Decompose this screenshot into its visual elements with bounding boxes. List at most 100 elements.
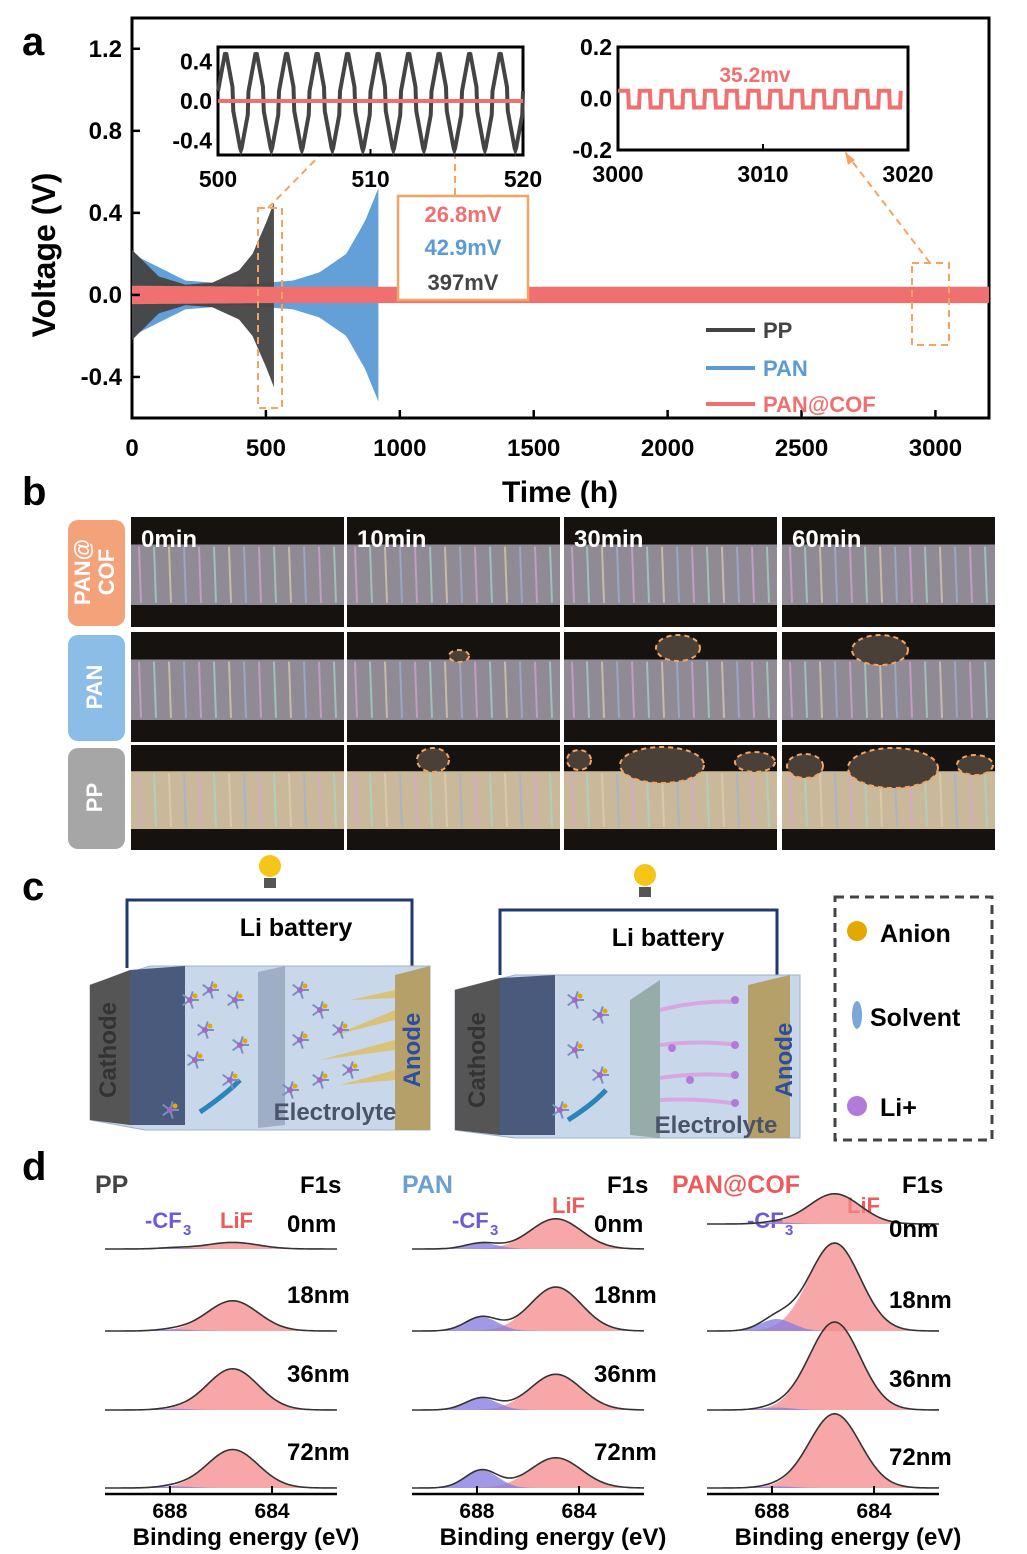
xps-envelope: [706, 1242, 940, 1332]
micrograph-streak: [489, 661, 493, 718]
dendrite-highlight: [786, 753, 824, 779]
micrograph-streak: [399, 546, 403, 603]
micrograph-streak: [879, 661, 883, 718]
dendrite-highlight: [734, 751, 776, 773]
micrograph-streak: [504, 546, 508, 603]
inset-1-plot: [216, 51, 525, 157]
xps-element-label: F1s: [607, 1172, 648, 1199]
cf3-peak: [707, 1319, 939, 1331]
lif-peak: [412, 1374, 644, 1410]
xps-envelope: [706, 1412, 940, 1489]
x-tick-label: 1000: [373, 435, 426, 462]
lif-peak: [105, 1449, 337, 1488]
xps-envelope: [411, 1217, 645, 1250]
solvation-cluster-icon: [202, 981, 219, 999]
x-tick-label: 3000: [909, 435, 962, 462]
micrograph-streak: [399, 661, 403, 718]
xps-envelope: [104, 1448, 338, 1489]
micrograph-streak: [586, 661, 590, 718]
micrograph-streak: [153, 661, 157, 718]
micrograph-streak: [849, 773, 853, 827]
panel-label-b: b: [22, 470, 46, 514]
micrograph-streak: [984, 773, 988, 827]
cf3-subscript: 3: [183, 1222, 191, 1239]
depth-label: 18nm: [287, 1282, 350, 1309]
micrograph-streak: [984, 661, 988, 718]
xps-panel-title: PP: [95, 1171, 128, 1199]
x-tick-label: 2500: [775, 435, 828, 462]
solvation-cluster-icon: [342, 1061, 359, 1079]
dendrite-highlight: [416, 747, 450, 773]
time-label: 0min: [141, 526, 197, 553]
micrograph-streak: [288, 773, 292, 827]
micrograph-streak: [616, 661, 620, 718]
micrograph-band: [131, 659, 344, 720]
micrograph-streak: [198, 546, 202, 603]
xps-tick-label: 684: [255, 1500, 290, 1523]
micrograph-streak: [706, 773, 710, 827]
micrograph-streak: [789, 546, 793, 603]
cathode-plate-right: [500, 975, 555, 1135]
micrograph-streak: [429, 661, 433, 718]
micrograph-streak: [721, 661, 725, 718]
row-label-box: [68, 635, 125, 741]
xps-tick-label: 684: [857, 1500, 892, 1523]
cf3-peak: [707, 1407, 939, 1410]
micrograph-streak: [751, 773, 755, 827]
micrograph-streak: [198, 773, 202, 827]
li-ion-marker: [731, 1041, 739, 1049]
micrograph-streak: [489, 773, 493, 827]
solvation-cluster-icon: [567, 1041, 584, 1059]
lif-peak: [707, 1413, 939, 1488]
micrograph-streak: [414, 546, 418, 603]
dendrite-highlight: [448, 649, 470, 663]
panel-a-series-group: [132, 188, 989, 402]
battery-right: Li battery Cathode Anode Electrolyte: [454, 864, 801, 1139]
micrograph-streak: [519, 661, 523, 718]
xps-xlabel: Binding energy (eV): [133, 1524, 360, 1551]
micrograph-streak: [168, 546, 172, 603]
micrograph-streak: [834, 661, 838, 718]
solvation-cluster-icon: [197, 1021, 214, 1039]
micrograph-streak: [243, 661, 247, 718]
micrograph-streak: [354, 546, 358, 603]
micrograph-streak: [519, 773, 523, 827]
micrograph-streak: [766, 661, 770, 718]
micrograph-streak: [504, 661, 508, 718]
solvation-cluster-icon: [182, 991, 199, 1009]
micrograph-streak: [369, 661, 373, 718]
micrograph-streak: [804, 773, 808, 827]
micrograph-streak: [586, 773, 590, 827]
inset-x-tick-label: 3020: [882, 161, 933, 187]
depth-label: 0nm: [889, 1216, 938, 1243]
circuit-wire-left: [125, 898, 414, 990]
micrograph-streak: [459, 773, 463, 827]
micrograph-streak: [864, 546, 868, 603]
micrograph-streak: [459, 661, 463, 718]
micrograph-streak: [849, 661, 853, 718]
y-tick-label: 1.2: [89, 36, 122, 63]
micrograph-streak: [691, 661, 695, 718]
micrograph-streak: [736, 546, 740, 603]
inset-y-tick-label: 0.2: [580, 34, 612, 60]
micrograph-streak: [894, 661, 898, 718]
y-tick-label: -0.4: [81, 364, 123, 391]
micrograph-streak: [834, 773, 838, 827]
legend-box: [833, 895, 994, 1142]
xps-tick-label: 688: [459, 1500, 494, 1523]
xps-panel-title: PAN: [402, 1171, 453, 1199]
lif-label: LiF: [220, 1208, 253, 1233]
micrograph-streak: [969, 661, 973, 718]
micrograph-streak: [954, 546, 958, 603]
micrograph-streak: [646, 546, 650, 603]
xps-envelope: [411, 1286, 645, 1332]
micrograph-streak: [228, 773, 232, 827]
lif-peak: [105, 1242, 337, 1249]
anode-label-right: Anode: [771, 1023, 798, 1098]
x-tick-label: 500: [246, 435, 286, 462]
micrograph-streak: [879, 546, 883, 603]
solvent-icon: [852, 1001, 862, 1029]
